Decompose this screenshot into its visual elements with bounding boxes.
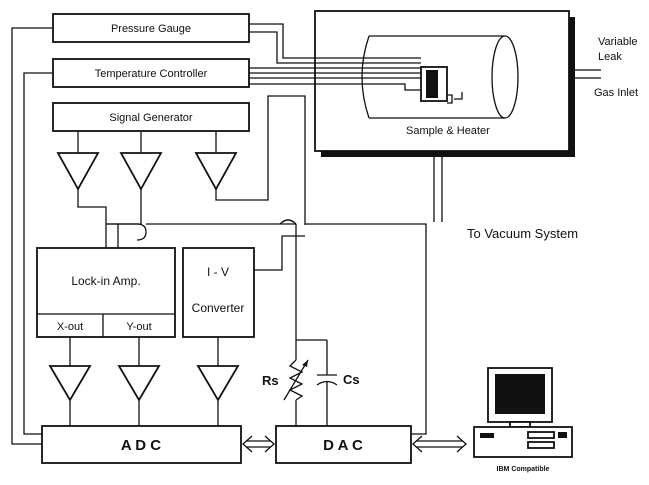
system-unit <box>473 426 573 458</box>
gas-inlet-label: Gas Inlet <box>594 87 638 99</box>
computer-icon: IBM Compatible <box>473 367 573 473</box>
rs-variable-arrow <box>283 359 309 401</box>
adc-label: A D C <box>121 437 161 454</box>
bottom-amplifiers <box>48 337 240 426</box>
dac-label: D A C <box>323 437 363 454</box>
amp-1 <box>56 152 100 191</box>
amp-3 <box>194 152 238 191</box>
drive-slot-2 <box>527 441 555 449</box>
dac-box <box>275 425 412 464</box>
y-out-label: Y-out <box>126 321 151 333</box>
sample-holder <box>447 94 453 104</box>
rs-cs-network: Rs Cs <box>262 339 360 426</box>
adc-box <box>41 425 242 464</box>
amp-x <box>48 365 92 402</box>
pressure-gauge-box <box>52 13 250 43</box>
iv-converter-box <box>182 247 255 338</box>
vacuum-label: To Vacuum System <box>467 226 578 241</box>
lockin-label: Lock-in Amp. <box>71 274 140 288</box>
monitor-screen <box>495 374 545 414</box>
computer-label: IBM Compatible <box>497 466 550 473</box>
temperature-controller-label: Temperature Controller <box>95 68 208 80</box>
iv-label-1: I - V <box>207 265 229 279</box>
drive-slot-1 <box>527 431 555 439</box>
signal-generator-label: Signal Generator <box>109 112 192 124</box>
chamber-block: Sample & Heater Variable Leak Gas Inlet … <box>314 10 638 241</box>
drive-light <box>558 432 567 438</box>
sample-heater-label: Sample & Heater <box>406 125 490 137</box>
feedback-wires <box>11 27 427 445</box>
signal-generator-box <box>52 102 250 132</box>
variable-leak-label-1: Variable <box>598 36 638 48</box>
power-light <box>480 433 494 438</box>
x-out-label: X-out <box>57 321 83 333</box>
iv-label-2: Converter <box>192 301 245 315</box>
amp-iv <box>196 365 240 402</box>
lockin-amp-box <box>36 247 176 338</box>
dac-computer-arrow <box>412 435 467 453</box>
cylinder-right-end <box>491 35 519 119</box>
top-amplifiers <box>56 95 297 340</box>
cylinder-left-end <box>361 35 370 119</box>
sample-core <box>426 70 438 98</box>
variable-leak-label-2: Leak <box>598 51 622 63</box>
chamber-wires <box>249 23 463 225</box>
rs-label: Rs <box>262 373 279 388</box>
iv-input-wire <box>254 235 305 271</box>
amp-y <box>117 365 161 402</box>
adc-dac-arrow <box>242 435 275 453</box>
amp-2 <box>119 152 163 191</box>
pressure-gauge-label: Pressure Gauge <box>111 23 191 35</box>
cs-label: Cs <box>343 372 360 387</box>
